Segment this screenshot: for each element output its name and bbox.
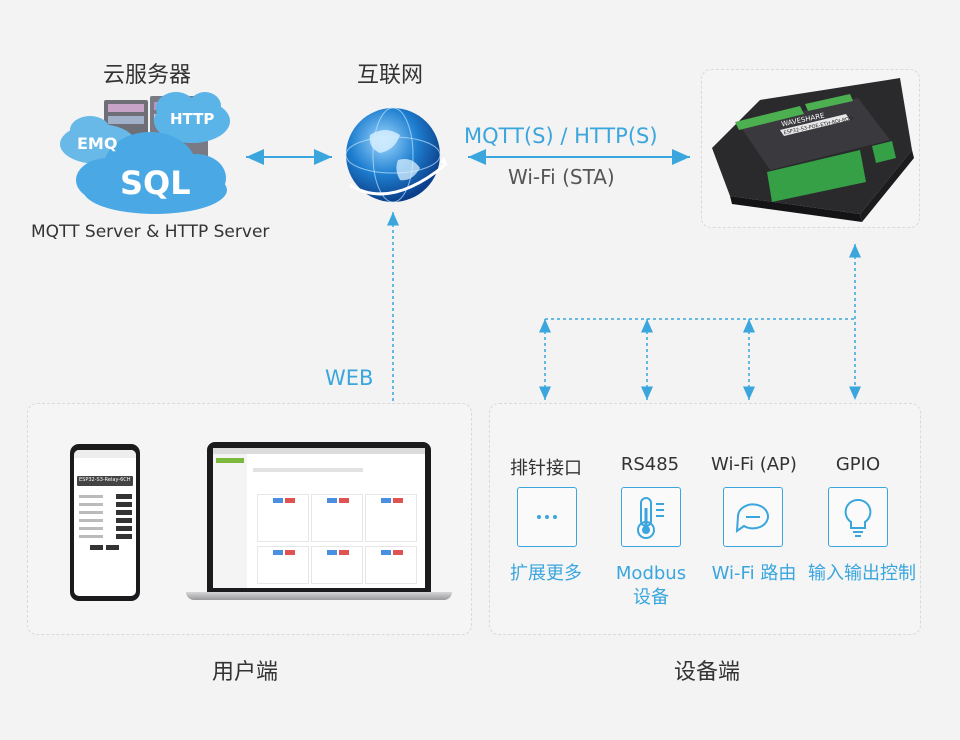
internet-title: 互联网 (357, 63, 424, 88)
bulb-icon (844, 498, 872, 537)
col-foot-wifi-router: Wi-Fi 路由 (711, 563, 797, 584)
col-foot-expand: 扩展更多 (510, 563, 582, 584)
phone-title-text: ESP32-S3-Relay-6CH (79, 477, 131, 483)
col-head-gpio: GPIO (835, 454, 881, 475)
col-head-rs485: RS485 (620, 454, 680, 475)
wifi-ap-box (723, 487, 783, 547)
col-head-header-pins: 排针接口 (510, 458, 582, 479)
wifi-mode-label: Wi-Fi (STA) (508, 165, 615, 189)
rs485-box (621, 487, 681, 547)
server-title: 云服务器 (103, 63, 192, 88)
laptop-screen (213, 448, 425, 588)
cloud-label-sql: SQL (120, 164, 191, 202)
laptop (207, 442, 431, 592)
gpio-box (828, 487, 888, 547)
col-foot-io-control: 输入输出控制 (808, 563, 916, 584)
web-label: WEB (325, 366, 374, 390)
smartphone: ESP32-S3-Relay-6CH (70, 444, 140, 601)
phone-title-bar (77, 476, 133, 486)
server-caption: MQTT Server & HTTP Server (31, 222, 270, 242)
laptop-base (186, 592, 452, 600)
cloud-label-emq: EMQ (77, 134, 118, 153)
cloud-label-http: HTTP (170, 110, 215, 128)
user-side-title: 用户端 (212, 660, 279, 685)
header-pins-box (517, 487, 577, 547)
phone-screen: ESP32-S3-Relay-6CH (74, 450, 136, 596)
col-head-wifi-ap: Wi-Fi (AP) (711, 454, 797, 475)
protocol-label: MQTT(S) / HTTP(S) (464, 124, 658, 148)
device-side-title: 设备端 (674, 660, 741, 685)
wifi-router-icon (735, 503, 769, 534)
col-foot-modbus: Modbus 设备 (615, 563, 687, 608)
thermometer-icon (637, 497, 664, 539)
dots-icon (537, 515, 557, 519)
